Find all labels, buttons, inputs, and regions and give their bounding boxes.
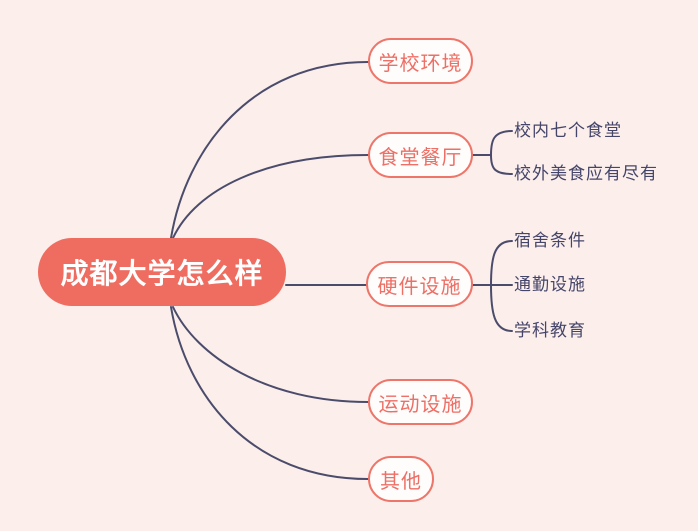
node-sports-facilities[interactable]: 运动设施 [368, 379, 473, 425]
connector-canteen-child-2 [490, 154, 513, 175]
connector-root-canteen [172, 154, 369, 239]
node-hardware-facilities-label: 硬件设施 [377, 275, 462, 298]
root-node-label: 成都大学怎么样 [60, 258, 264, 289]
node-others-label: 其他 [380, 470, 422, 493]
node-canteen-restaurant-label: 食堂餐厅 [378, 146, 463, 169]
node-canteen-restaurant[interactable]: 食堂餐厅 [368, 132, 473, 178]
child-node-subject-education[interactable]: 学科教育 [514, 321, 586, 340]
child-node-off-campus-food[interactable]: 校外美食应有尽有 [514, 164, 658, 183]
connector-root-others [170, 306, 369, 480]
node-others[interactable]: 其他 [368, 456, 434, 502]
node-school-environment-label: 学校环境 [378, 52, 463, 75]
child-node-seven-campus-canteens[interactable]: 校内七个食堂 [514, 121, 622, 140]
connector-root-school-environment [170, 61, 369, 239]
node-sports-facilities-label: 运动设施 [378, 393, 463, 416]
connector-canteen-child-1 [490, 130, 513, 156]
node-school-environment[interactable]: 学校环境 [368, 38, 473, 84]
connector-hardware-child-1 [490, 240, 513, 286]
connector-hardware-child-3 [490, 284, 513, 332]
child-node-commute-facilities[interactable]: 通勤设施 [514, 275, 586, 294]
node-hardware-facilities[interactable]: 硬件设施 [366, 261, 473, 307]
root-node[interactable]: 成都大学怎么样 [38, 238, 286, 306]
connector-root-sports [172, 306, 369, 403]
child-node-dorm-conditions[interactable]: 宿舍条件 [514, 231, 586, 250]
